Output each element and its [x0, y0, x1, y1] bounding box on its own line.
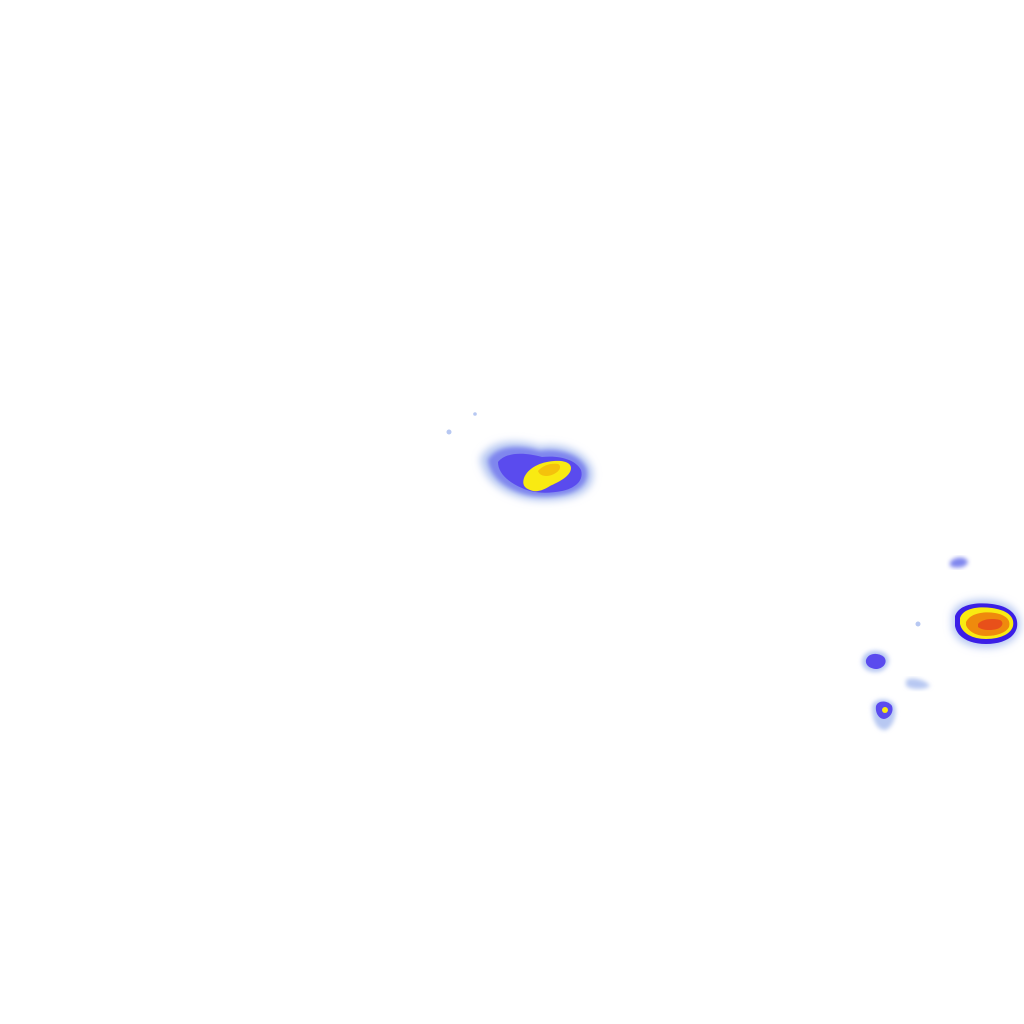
storm-cell-southeast	[861, 650, 930, 731]
cell-small-core	[865, 653, 886, 669]
cell-fragment	[950, 557, 968, 568]
cell-speck	[473, 412, 477, 416]
cell-wisp	[906, 678, 930, 689]
cell-speck	[446, 429, 452, 435]
cell-core-gold	[538, 463, 561, 476]
cell-speck	[915, 621, 921, 627]
storm-cell-east	[915, 557, 1021, 648]
cell-core-red	[978, 619, 1003, 631]
storm-cell-central	[446, 412, 594, 501]
cell-small-yellow	[882, 707, 888, 713]
